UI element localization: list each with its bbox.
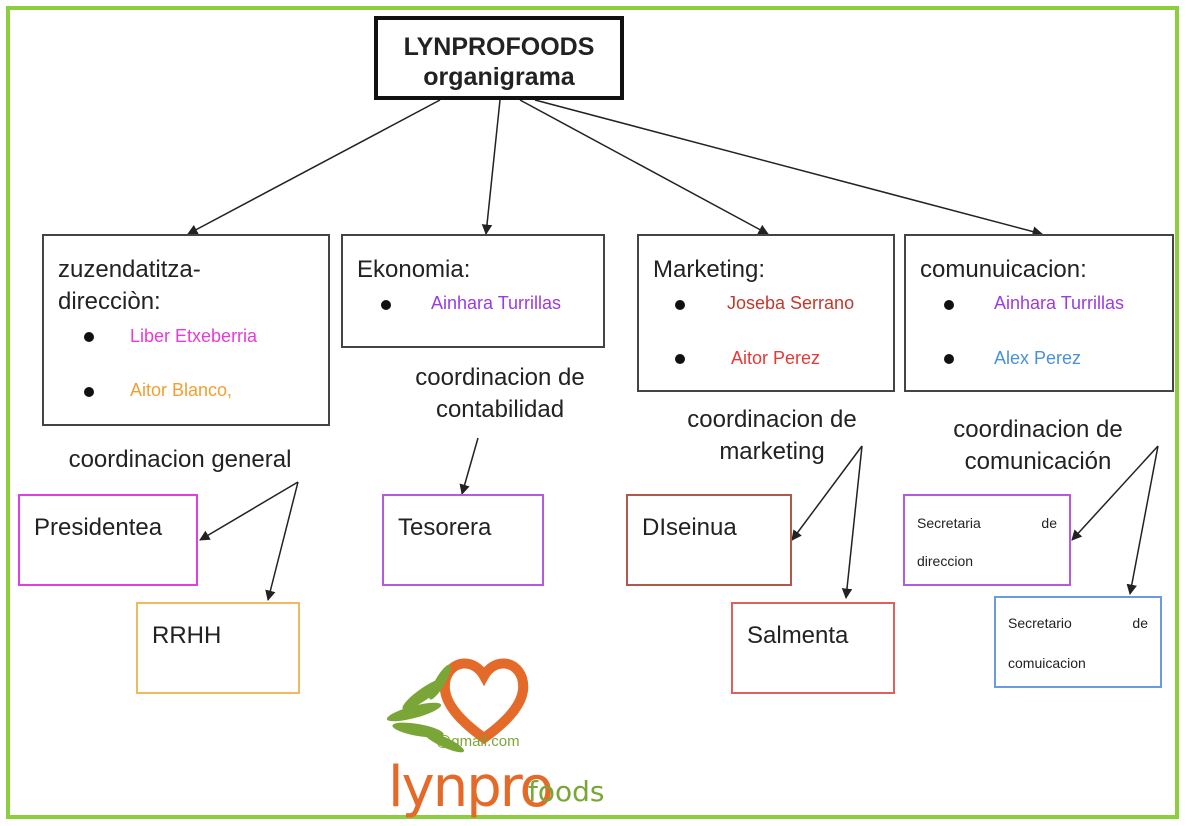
person-joseba-serrano: Joseba Serrano (727, 293, 855, 313)
arrow-marketing-to-diseinua (791, 445, 863, 541)
arrow-contabilidad-to-tesorera (459, 437, 479, 496)
person-ainhara-turrillas: Ainhara Turrillas (431, 293, 562, 313)
role-salmenta: Salmenta (731, 602, 895, 694)
bullet-icon (381, 300, 391, 310)
dept-name: comunuicacion: (920, 256, 1087, 283)
bullet-icon (84, 387, 94, 397)
arrow-marketing-to-salmenta (841, 445, 863, 600)
person-alex-perez: Alex Perez (994, 348, 1082, 368)
arrow-title-to-marketing (519, 99, 769, 235)
org-title: LYNPROFOODS (403, 33, 595, 61)
lynprofoods-logo-icon (386, 658, 529, 753)
logo-email: @gmail.com (436, 733, 520, 750)
arrow-general-to-rrhh (265, 481, 299, 602)
coordination-general: coordinacion general (68, 446, 292, 473)
dept-marketing: Marketing: Joseba Serrano Aitor Perez (637, 234, 895, 392)
person-aitor-perez: Aitor Perez (731, 348, 821, 368)
dept-name: Marketing: (653, 256, 766, 283)
dept-name: Ekonomia: (357, 256, 471, 283)
org-subtitle: organigrama (423, 63, 575, 91)
coordination-contabilidad: coordinacion de contabilidad (415, 364, 585, 423)
arrow-title-to-comunicacion (534, 99, 1044, 237)
dept-name-cont: direcciòn: (58, 288, 161, 315)
arrow-general-to-presidentea (199, 481, 299, 541)
role-presidentea: Presidentea (18, 494, 198, 586)
dept-zuzendaritza: zuzendatitza- direcciòn: Liber Etxeberri… (42, 234, 330, 426)
role-label: Presidentea (34, 514, 163, 541)
person-liber-etxeberria: Liber Etxeberria (130, 326, 258, 346)
role-label-cont: comuicacion (1008, 655, 1086, 671)
diagram-frame (6, 6, 1179, 819)
role-secretario-comunicacion: Secretario de comuicacion (994, 596, 1162, 688)
person-aitor-blanco: Aitor Blanco, (130, 380, 233, 400)
dept-comunicacion: comunuicacion: Ainhara Turrillas Alex Pe… (904, 234, 1174, 392)
role-label: DIseinua (642, 514, 737, 541)
bullet-icon (675, 300, 685, 310)
role-label: Secretario de (1008, 615, 1148, 631)
role-secretaria-direccion: Secretaria de direccion (903, 494, 1071, 586)
org-title-box: LYNPROFOODS organigrama (374, 16, 624, 100)
logo-brand-suffix: foods (528, 775, 605, 808)
role-label: Secretaria de (917, 515, 1057, 531)
role-label: Salmenta (747, 622, 849, 649)
role-label: RRHH (152, 622, 222, 649)
arrow-title-to-zuzendaritza (187, 99, 441, 235)
role-rrhh: RRHH (136, 602, 300, 694)
arrow-comunicacion-to-secretario (1126, 445, 1159, 596)
role-label-cont: direccion (917, 553, 974, 569)
person-ainhara-turrillas: Ainhara Turrillas (994, 293, 1125, 313)
bullet-icon (944, 300, 954, 310)
dept-ekonomia: Ekonomia: Ainhara Turrillas (341, 234, 605, 348)
bullet-icon (84, 332, 94, 342)
arrow-comunicacion-to-secretaria (1071, 445, 1159, 541)
coordination-marketing: coordinacion de marketing (687, 406, 857, 465)
bullet-icon (944, 354, 954, 364)
role-label: Tesorera (398, 514, 492, 541)
role-diseinua: DIseinua (626, 494, 792, 586)
bullet-icon (675, 354, 685, 364)
coordination-comunicacion: coordinacion de comunicación (953, 416, 1123, 475)
dept-name: zuzendatitza- (58, 256, 201, 283)
logo-brand-main: lynpro (388, 755, 554, 820)
role-tesorera: Tesorera (382, 494, 544, 586)
arrow-title-to-ekonomia (481, 99, 501, 236)
